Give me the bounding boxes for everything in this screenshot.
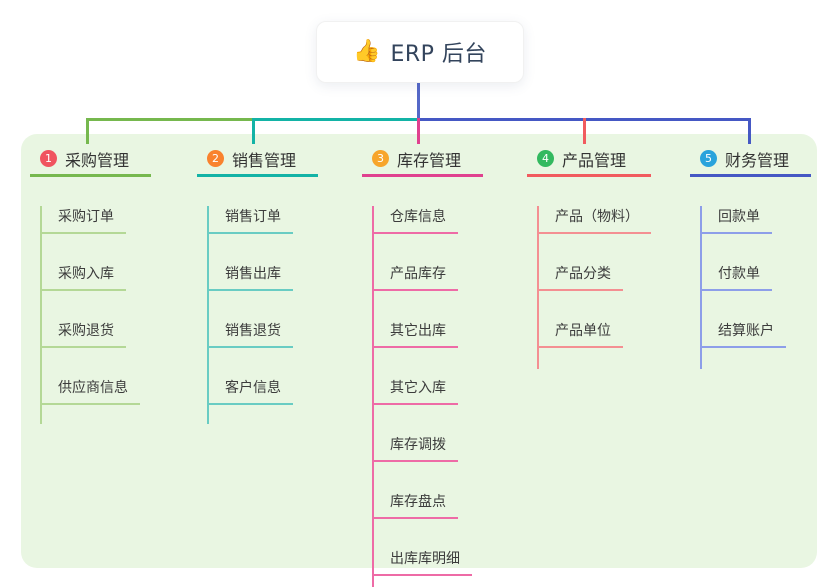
branch-title-label: 销售管理 xyxy=(232,150,297,170)
child-node[interactable]: 采购入库 xyxy=(40,263,126,291)
child-node[interactable]: 采购订单 xyxy=(40,206,126,234)
branch-title-sales[interactable]: 2 销售管理 xyxy=(197,143,318,177)
drop-line-product xyxy=(583,118,586,144)
branch-index-badge: 2 xyxy=(207,150,224,167)
child-node[interactable]: 产品库存 xyxy=(372,263,458,291)
thumbs-up-icon: 👍 xyxy=(353,39,381,64)
branch-purchase: 1 采购管理 采购订单 采购入库 采购退货 供应商信息 xyxy=(30,143,151,424)
root-connector-line xyxy=(417,82,420,119)
child-node[interactable]: 产品分类 xyxy=(537,263,623,291)
bus-line-purchase xyxy=(86,118,254,121)
branch-children: 产品（物料） 产品分类 产品单位 xyxy=(537,206,651,369)
child-node[interactable]: 其它入库 xyxy=(372,377,458,405)
branch-sales: 2 销售管理 销售订单 销售出库 销售退货 客户信息 xyxy=(197,143,318,424)
child-node[interactable]: 其它出库 xyxy=(372,320,458,348)
child-node[interactable]: 回款单 xyxy=(700,206,772,234)
branch-index-badge: 5 xyxy=(700,150,717,167)
branch-title-label: 采购管理 xyxy=(65,150,130,170)
child-node[interactable]: 客户信息 xyxy=(207,377,293,405)
branch-children: 销售订单 销售出库 销售退货 客户信息 xyxy=(207,206,318,424)
branch-title-label: 财务管理 xyxy=(725,150,790,170)
child-node[interactable]: 销售订单 xyxy=(207,206,293,234)
child-node[interactable]: 仓库信息 xyxy=(372,206,458,234)
drop-line-sales xyxy=(252,118,255,144)
branch-title-label: 库存管理 xyxy=(397,150,462,170)
children-connector-line xyxy=(537,206,539,369)
branch-index-badge: 4 xyxy=(537,150,554,167)
children-connector-line xyxy=(40,206,42,424)
children-connector-line xyxy=(372,206,374,587)
child-node[interactable]: 销售出库 xyxy=(207,263,293,291)
child-node[interactable]: 库存盘点 xyxy=(372,491,458,519)
drop-line-purchase xyxy=(86,118,89,144)
child-node[interactable]: 采购退货 xyxy=(40,320,126,348)
branch-title-purchase[interactable]: 1 采购管理 xyxy=(30,143,151,177)
branch-index-badge: 1 xyxy=(40,150,57,167)
branch-finance: 5 财务管理 回款单 付款单 结算账户 xyxy=(690,143,811,369)
bus-line-sales xyxy=(252,118,419,121)
drop-line-inventory xyxy=(417,118,420,144)
branch-index-badge: 3 xyxy=(372,150,389,167)
child-node[interactable]: 付款单 xyxy=(700,263,772,291)
child-node[interactable]: 产品（物料） xyxy=(537,206,651,234)
child-node[interactable]: 供应商信息 xyxy=(40,377,140,405)
branches-background-panel xyxy=(21,134,817,568)
branch-product: 4 产品管理 产品（物料） 产品分类 产品单位 xyxy=(527,143,651,369)
child-node[interactable]: 产品单位 xyxy=(537,320,623,348)
branch-children: 回款单 付款单 结算账户 xyxy=(700,206,811,369)
branch-children: 采购订单 采购入库 采购退货 供应商信息 xyxy=(40,206,151,424)
child-node[interactable]: 销售退货 xyxy=(207,320,293,348)
branch-title-finance[interactable]: 5 财务管理 xyxy=(690,143,811,177)
child-node[interactable]: 出库库明细 xyxy=(372,548,472,576)
child-node[interactable]: 库存调拨 xyxy=(372,434,458,462)
children-connector-line xyxy=(700,206,702,369)
branch-children: 仓库信息 产品库存 其它出库 其它入库 库存调拨 库存盘点 出库库明细 xyxy=(372,206,483,587)
branch-title-product[interactable]: 4 产品管理 xyxy=(527,143,651,177)
branch-inventory: 3 库存管理 仓库信息 产品库存 其它出库 其它入库 库存调拨 库存盘点 出库库… xyxy=(362,143,483,587)
branch-title-label: 产品管理 xyxy=(562,150,627,170)
child-node[interactable]: 结算账户 xyxy=(700,320,786,348)
branch-title-inventory[interactable]: 3 库存管理 xyxy=(362,143,483,177)
root-title: ERP 后台 xyxy=(390,42,487,67)
drop-line-finance xyxy=(748,118,751,144)
root-node[interactable]: 👍 ERP 后台 xyxy=(316,21,524,83)
children-connector-line xyxy=(207,206,209,424)
